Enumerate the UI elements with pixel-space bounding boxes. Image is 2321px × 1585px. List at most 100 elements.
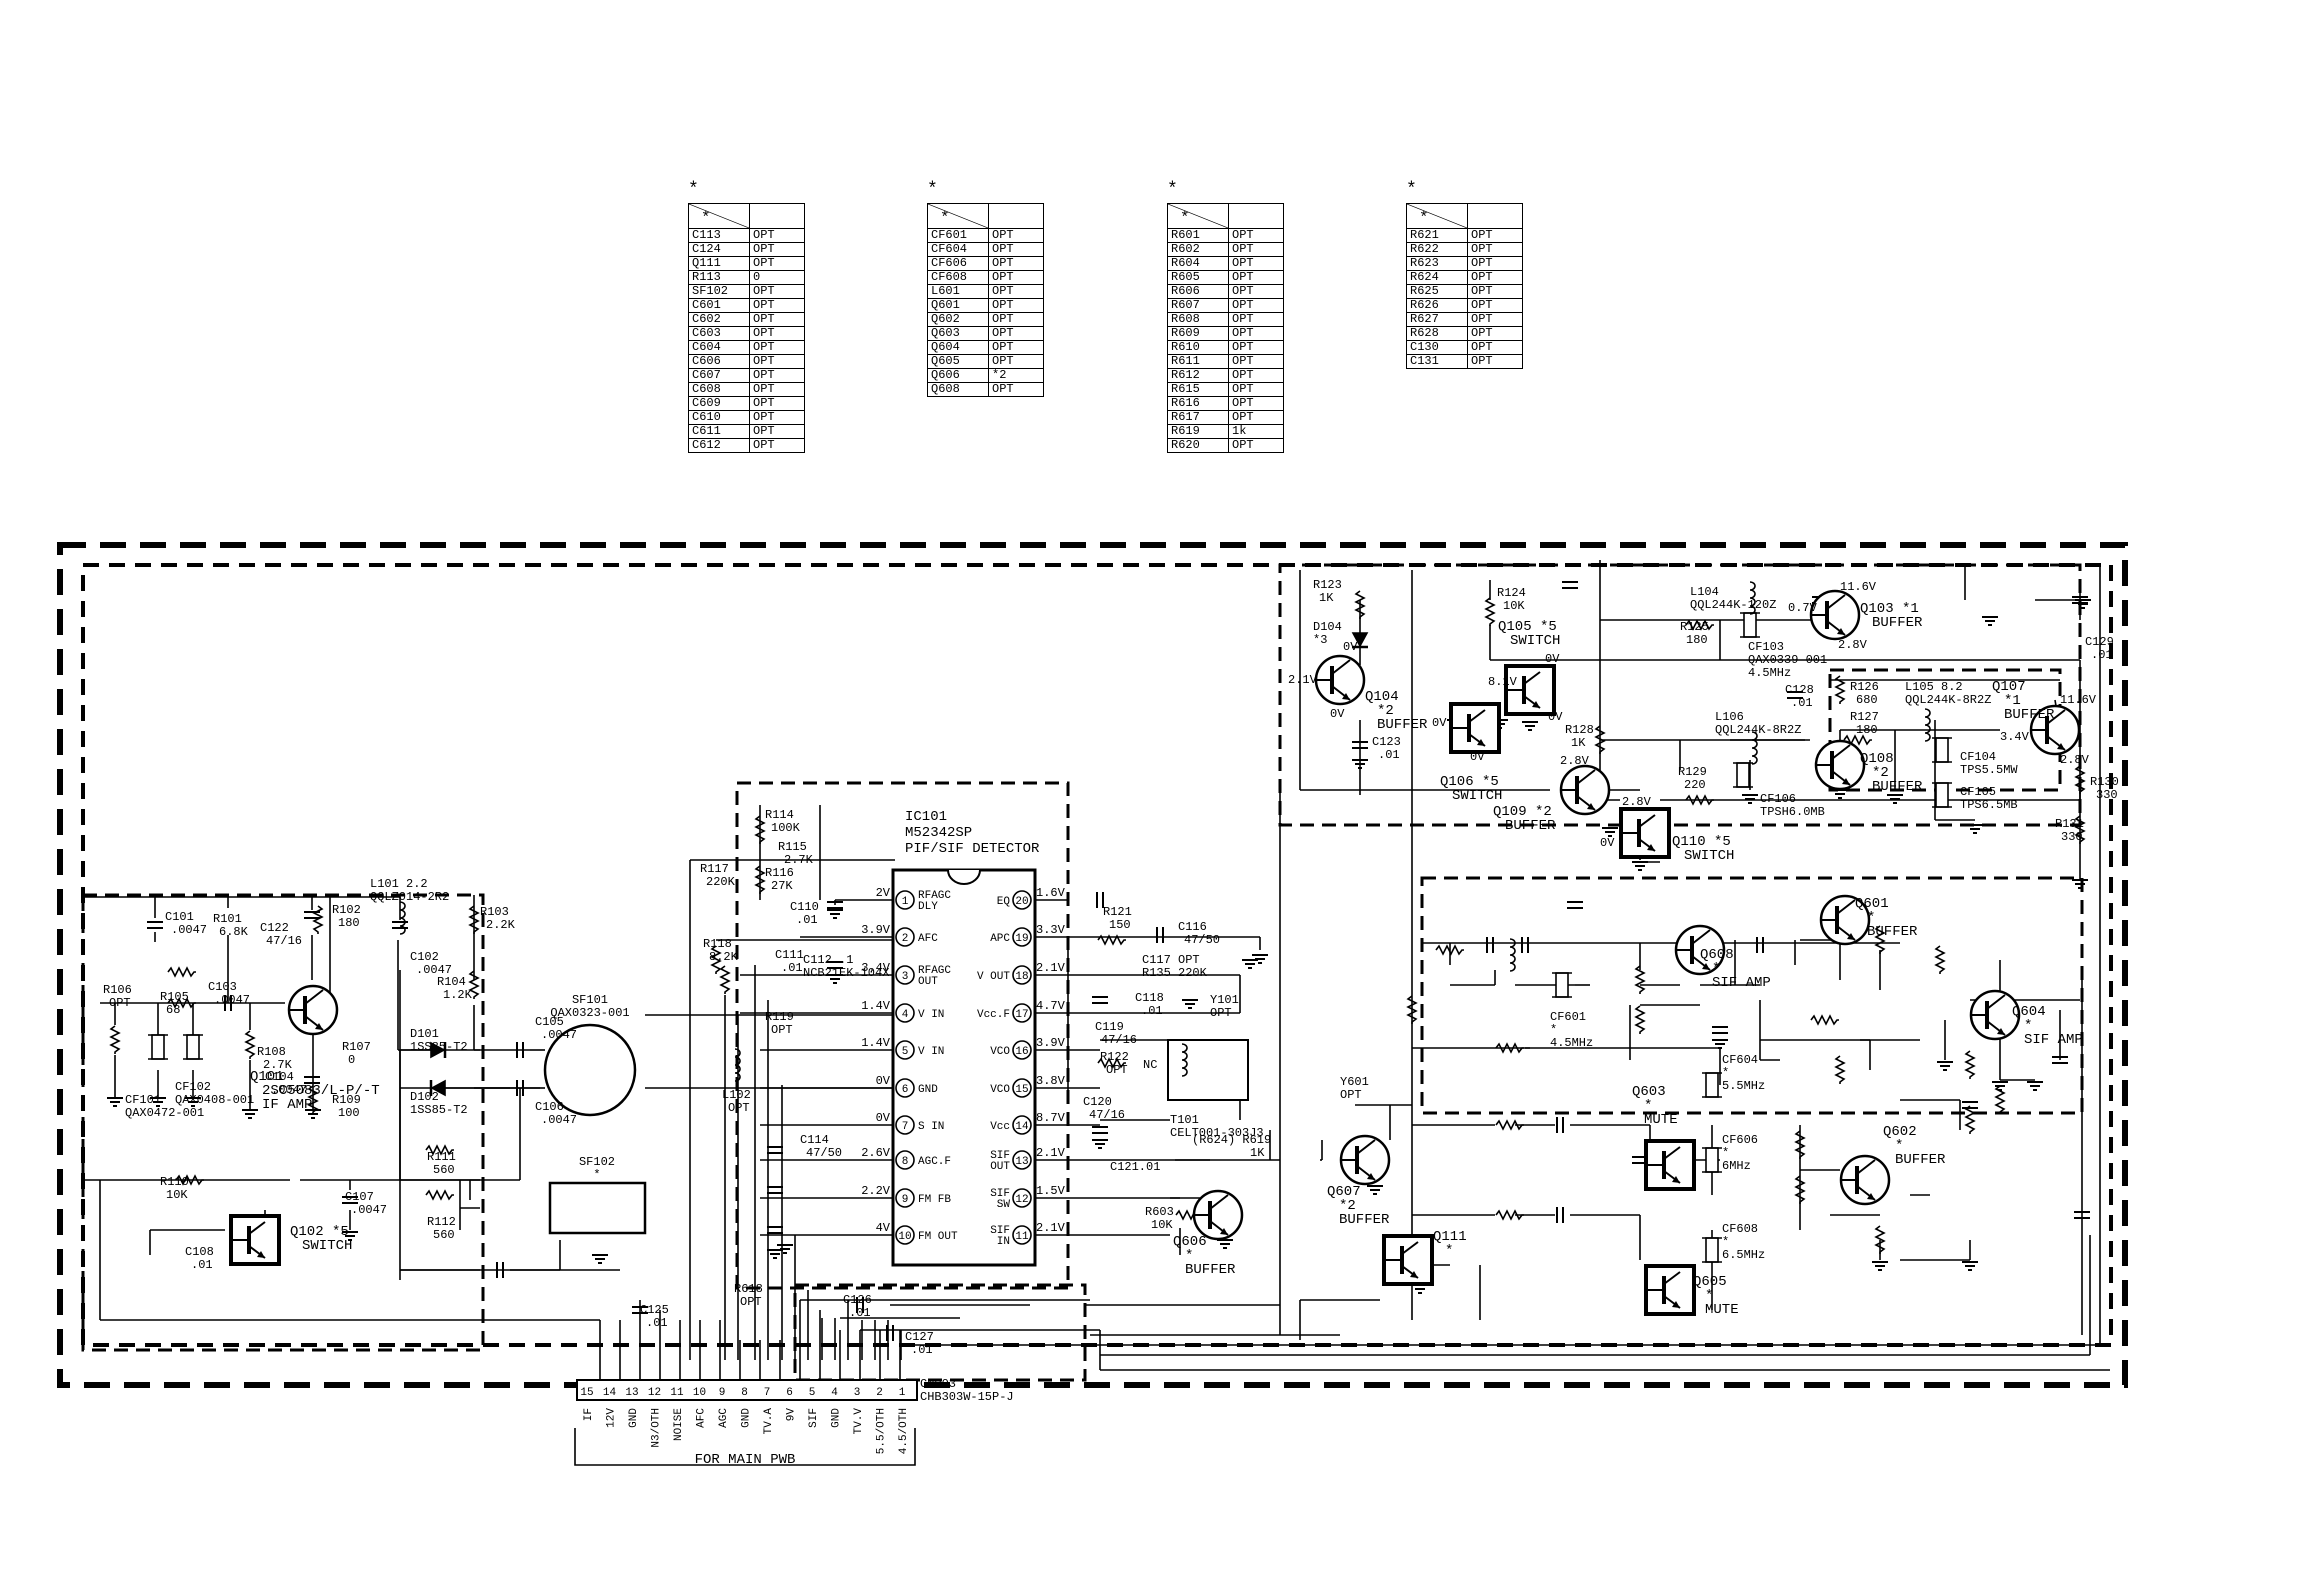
connector-pin-signal: 5.5/OTH (876, 1408, 888, 1454)
transistor-symbol (229, 1214, 281, 1266)
part-value-cell: OPT (1467, 340, 1523, 355)
part-ref-cell: Q601 (927, 298, 989, 313)
part-value-label: 100K (771, 821, 801, 835)
filter-label: QAX0339-001 (1748, 653, 1827, 667)
ic-pin-circle (1012, 1188, 1032, 1208)
connector-pin-number: 2 (876, 1387, 883, 1399)
resistor-symbol (720, 965, 730, 995)
filter-label: CF608 (1722, 1222, 1758, 1236)
part-ref-cell: R610 (1167, 340, 1229, 355)
part-ref-label: R101 (213, 912, 242, 926)
voltage-label: 2.1V (1288, 673, 1318, 687)
filter-label: 4.5MHz (1748, 666, 1791, 680)
part-ref-label: R121 (1103, 905, 1132, 919)
part-ref-label: C118 (1135, 991, 1164, 1005)
transistor-function-label: BUFFER (1339, 1212, 1390, 1228)
resistor-symbol (1965, 1050, 1975, 1080)
ground-symbol (1871, 1261, 1889, 1271)
diode-label: 1SS85-T2 (410, 1040, 468, 1054)
ic-pin-name: AGC.F (918, 1156, 951, 1168)
part-ref-label: C111 (775, 948, 804, 962)
part-ref-label: C119 (1095, 1020, 1124, 1034)
part-value-cell: OPT (1228, 270, 1284, 285)
transistor-ref-label: Q104 (1365, 689, 1399, 705)
sf101-filter-body (543, 1023, 637, 1117)
ic-pin-circle (895, 1040, 915, 1060)
part-value-cell: OPT (749, 368, 805, 383)
ic-pin-voltage: 0V (876, 1074, 891, 1088)
transistor-ref-label: Q107 (1992, 679, 2026, 695)
part-value-cell: OPT (988, 340, 1044, 355)
resistor-symbol (1635, 1005, 1645, 1035)
ic-pin-circle (1012, 1115, 1032, 1135)
part-value-label: .01 (2091, 648, 2113, 662)
inductor-label: QQL244K-120Z (1690, 598, 1776, 612)
diode-label: D104 (1313, 620, 1342, 634)
ground-symbol (1631, 861, 1649, 871)
ic-pin-number: 13 (1015, 1156, 1028, 1168)
table-header-empty-cell (749, 203, 805, 229)
inductor-label: QQL244K-8R2Z (1905, 693, 1991, 707)
resistor-symbol (167, 967, 197, 977)
table-4-marker: * (1406, 180, 1417, 200)
transistor-function-label: *2 (1377, 703, 1394, 719)
ic-part-label: M52342SP (905, 825, 972, 841)
part-ref-label: R119 (765, 1010, 794, 1024)
crystal-label: OPT (1340, 1088, 1362, 1102)
capacitor-symbol (1566, 901, 1584, 909)
ic-pin-name: RFAGC (918, 890, 951, 902)
part-value-label: 680 (1856, 693, 1878, 707)
ic101-body (891, 868, 1037, 1267)
part-value-label: 330 (2096, 788, 2118, 802)
transistor-function-label: BUFFER (1377, 717, 1428, 733)
capacitor-symbol (1556, 1116, 1564, 1134)
ic-pin-number: 9 (902, 1194, 909, 1206)
part-value-cell: OPT (1228, 368, 1284, 383)
part-ref-label: R105 (160, 990, 189, 1004)
ic-pin-voltage: 1.4V (861, 1036, 891, 1050)
resistor-symbol (1835, 1055, 1845, 1085)
filter-label: QAX0408-001 (175, 1093, 254, 1107)
capacitor-symbol (886, 1324, 894, 1342)
part-ref-label: R106 (103, 983, 132, 997)
transistor-ref-label: Q605 (1693, 1274, 1727, 1290)
ic-pin-name: RFAGC (918, 965, 951, 977)
filter-label: 6.5MHz (1722, 1248, 1765, 1262)
part-ref-label: R128 (1565, 723, 1594, 737)
filter-label: TPS6.5MB (1960, 798, 2018, 812)
part-ref-label: R102 (332, 903, 361, 917)
filter-label: CF601 (1550, 1010, 1586, 1024)
transistor-symbol (1814, 739, 1866, 791)
ic-pin-name: SIF (990, 1150, 1010, 1162)
ic-pin-name: V IN (918, 1046, 944, 1058)
diode-symbol (1351, 632, 1369, 649)
part-value-cell: OPT (1228, 438, 1284, 453)
part-ref-label: R123 (1313, 578, 1342, 592)
filter-label: CF604 (1722, 1053, 1758, 1067)
part-value-cell: OPT (749, 438, 805, 453)
ground-symbol (1741, 794, 1759, 804)
transistor-ref-label: Q106 *5 (1440, 774, 1499, 790)
part-value-label: 1.2K (443, 988, 473, 1002)
connector-pin-number: 4 (831, 1387, 838, 1399)
transistor-ref-label: Q105 *5 (1498, 619, 1557, 635)
ic-pin-circle (1012, 927, 1032, 947)
ic-pin-name: Vcc (990, 1121, 1010, 1133)
ic-pin-circle (895, 1003, 915, 1023)
ic-pin-voltage: 1.4V (861, 999, 891, 1013)
part-value-cell: OPT (1467, 242, 1523, 257)
table-header-row: * (688, 203, 805, 229)
part-ref-label: R122 (1100, 1050, 1129, 1064)
part-value-label: 100 (338, 1106, 360, 1120)
capacitor-label: R135 220K (1142, 966, 1208, 980)
transistor-symbol (1449, 702, 1501, 754)
diode-symbol (430, 1041, 447, 1059)
ic-ref-label: IC101 (905, 809, 947, 825)
